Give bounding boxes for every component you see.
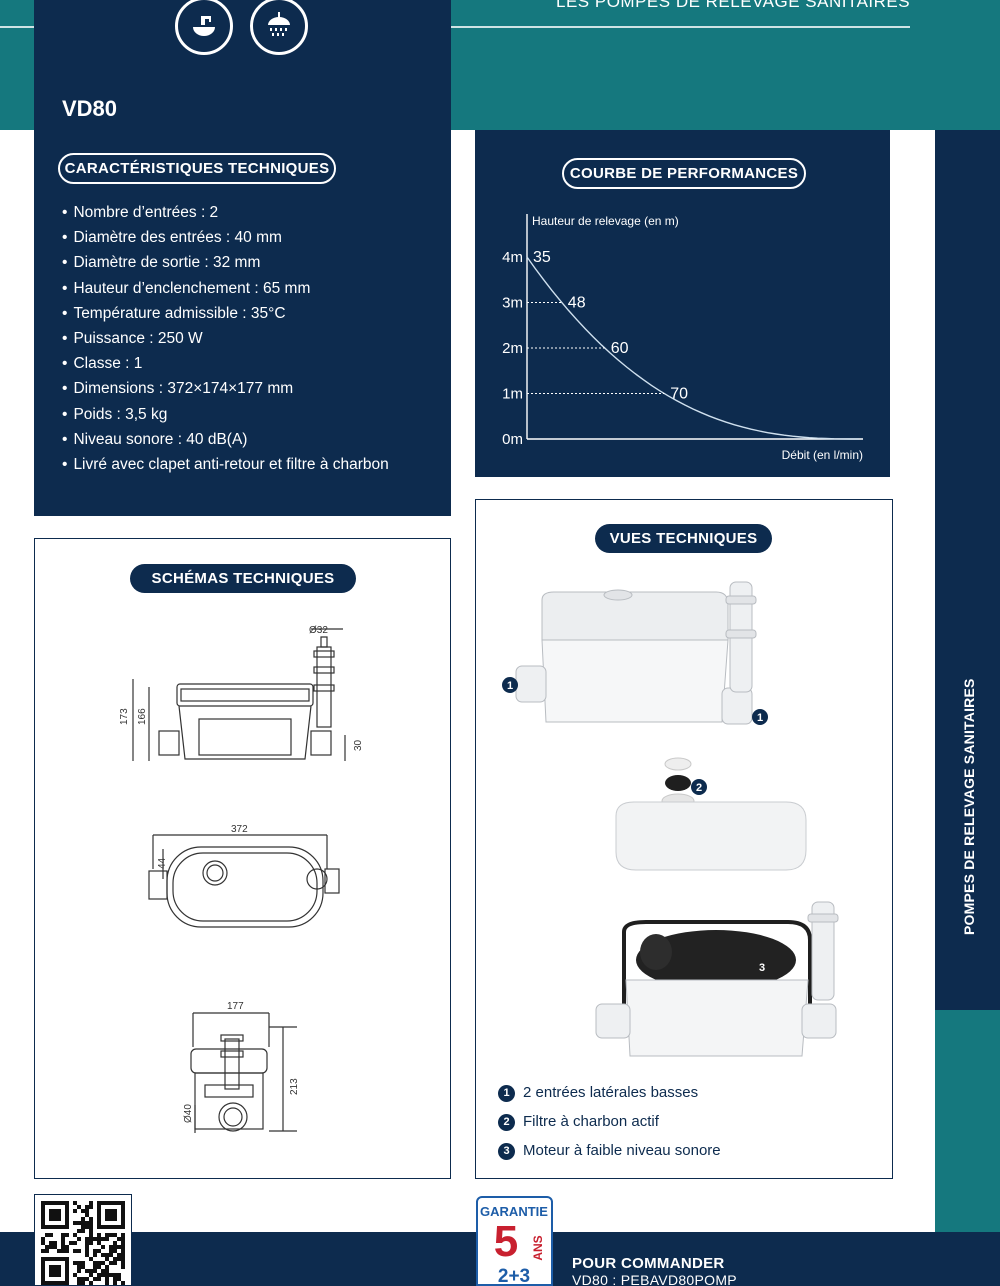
technical-views-title: VUES TECHNIQUES: [595, 524, 772, 553]
guarantee-title: GARANTIE: [480, 1204, 548, 1219]
side-band: [935, 130, 1000, 1010]
product-photos: 1 1 2 3: [502, 581, 839, 1057]
model-name: VD80: [62, 96, 118, 121]
sink-icon: [175, 0, 233, 55]
dim-inlet: Ø40: [183, 1104, 194, 1123]
dim-height-total: 173: [119, 708, 130, 725]
order-reference: VD80 : PEBAVD80POMP: [572, 1272, 737, 1286]
y-tick-label: 0m: [502, 431, 523, 448]
legend-item-1: 1 2 entrées latérales basses: [498, 1084, 698, 1102]
dim-length: 372: [231, 824, 248, 835]
guarantee-unit: ANS: [531, 1235, 545, 1260]
spec-item: Puissance : 250 W: [62, 326, 389, 351]
legend-item-2: 2 Filtre à charbon actif: [498, 1113, 659, 1131]
y-tick-label: 4m: [502, 249, 523, 266]
lid-filter-image: [615, 757, 807, 871]
marker-1-right: 1: [757, 712, 763, 724]
spec-item: Température admissible : 35°C: [62, 301, 389, 326]
legend-text: Filtre à charbon actif: [523, 1113, 659, 1130]
header-rule: [0, 26, 910, 28]
legend-text: 2 entrées latérales basses: [523, 1084, 699, 1101]
marker-1-left: 1: [507, 680, 513, 692]
spec-item: Classe : 1: [62, 351, 389, 376]
y-tick-label: 2m: [502, 340, 523, 357]
qr-pattern: [41, 1201, 125, 1285]
spec-item: Diamètre de sortie : 32 mm: [62, 250, 389, 275]
guarantee-split: 2+3: [498, 1266, 530, 1286]
page-title: LES POMPES DE RELEVAGE SANITAIRES: [556, 0, 911, 11]
specs-list: Nombre d’entrées : 2Diamètre des entrées…: [62, 200, 389, 477]
x-axis-label: Débit (en l/min): [782, 448, 863, 462]
y-axis-label: Hauteur de relevage (en m): [532, 214, 679, 228]
qr-code[interactable]: [34, 1194, 132, 1286]
spec-item: Dimensions : 372×174×177 mm: [62, 376, 389, 401]
spec-item: Diamètre des entrées : 40 mm: [62, 225, 389, 250]
legend-text: Moteur à faible niveau sonore: [523, 1142, 721, 1159]
specs-panel: VD80 CARACTÉRISTIQUES TECHNIQUES Nombre …: [34, 0, 451, 516]
performance-title: COURBE DE PERFORMANCES: [562, 158, 806, 189]
specs-title: CARACTÉRISTIQUES TECHNIQUES: [58, 153, 336, 184]
point-label: 48: [568, 295, 586, 312]
y-tick-label: 3m: [502, 295, 523, 312]
legend-number: 3: [498, 1143, 515, 1160]
y-tick-label: 1m: [502, 386, 523, 403]
point-label: 35: [533, 249, 551, 266]
guarantee-badge: GARANTIE 5 ANS 2+3: [476, 1196, 553, 1286]
legend-number: 1: [498, 1085, 515, 1102]
marker-3: 3: [759, 962, 765, 974]
spec-item: Nombre d’entrées : 2: [62, 200, 389, 225]
technical-views-box: VUES TECHNIQUES: [475, 499, 893, 1179]
dim-front-height: 213: [289, 1078, 300, 1095]
side-label: POMPES DE RELEVAGE SANITAIRES: [961, 678, 977, 935]
point-label: 70: [670, 386, 688, 403]
dim-height-body: 166: [137, 708, 148, 725]
performance-panel: COURBE DE PERFORMANCES Hauteur de releva…: [475, 130, 890, 477]
dim-width: 177: [227, 1001, 244, 1012]
guarantee-years: 5: [494, 1217, 518, 1266]
spec-item: Livré avec clapet anti-retour et filtre …: [62, 452, 388, 477]
point-label: 60: [611, 340, 629, 357]
shower-icon: [250, 0, 308, 55]
dim-inlet-height: 30: [353, 739, 364, 751]
pump-open-image: [595, 901, 839, 1057]
performance-chart: Hauteur de relevage (en m) Débit (en l/mi…: [502, 214, 863, 462]
legend-number: 2: [498, 1114, 515, 1131]
spec-item: Poids : 3,5 kg: [62, 402, 389, 427]
schemas-box: SCHÉMAS TECHNIQUES: [34, 538, 451, 1179]
schemas-title: SCHÉMAS TECHNIQUES: [130, 564, 356, 593]
technical-drawings: Ø32 173 166 30 372 44 177 213 Ø40: [119, 625, 364, 1133]
dim-outlet: Ø32: [309, 625, 328, 636]
marker-2: 2: [696, 782, 702, 794]
legend-item-3: 3 Moteur à faible niveau sonore: [498, 1142, 721, 1160]
spec-item: Hauteur d’enclenchement : 65 mm: [62, 276, 389, 301]
spec-item: Niveau sonore : 40 dB(A): [62, 427, 389, 452]
pump-assembled-image: [515, 581, 757, 725]
performance-curve: [526, 256, 859, 440]
order-title: POUR COMMANDER: [572, 1255, 725, 1272]
dim-lid: 44: [157, 857, 168, 869]
